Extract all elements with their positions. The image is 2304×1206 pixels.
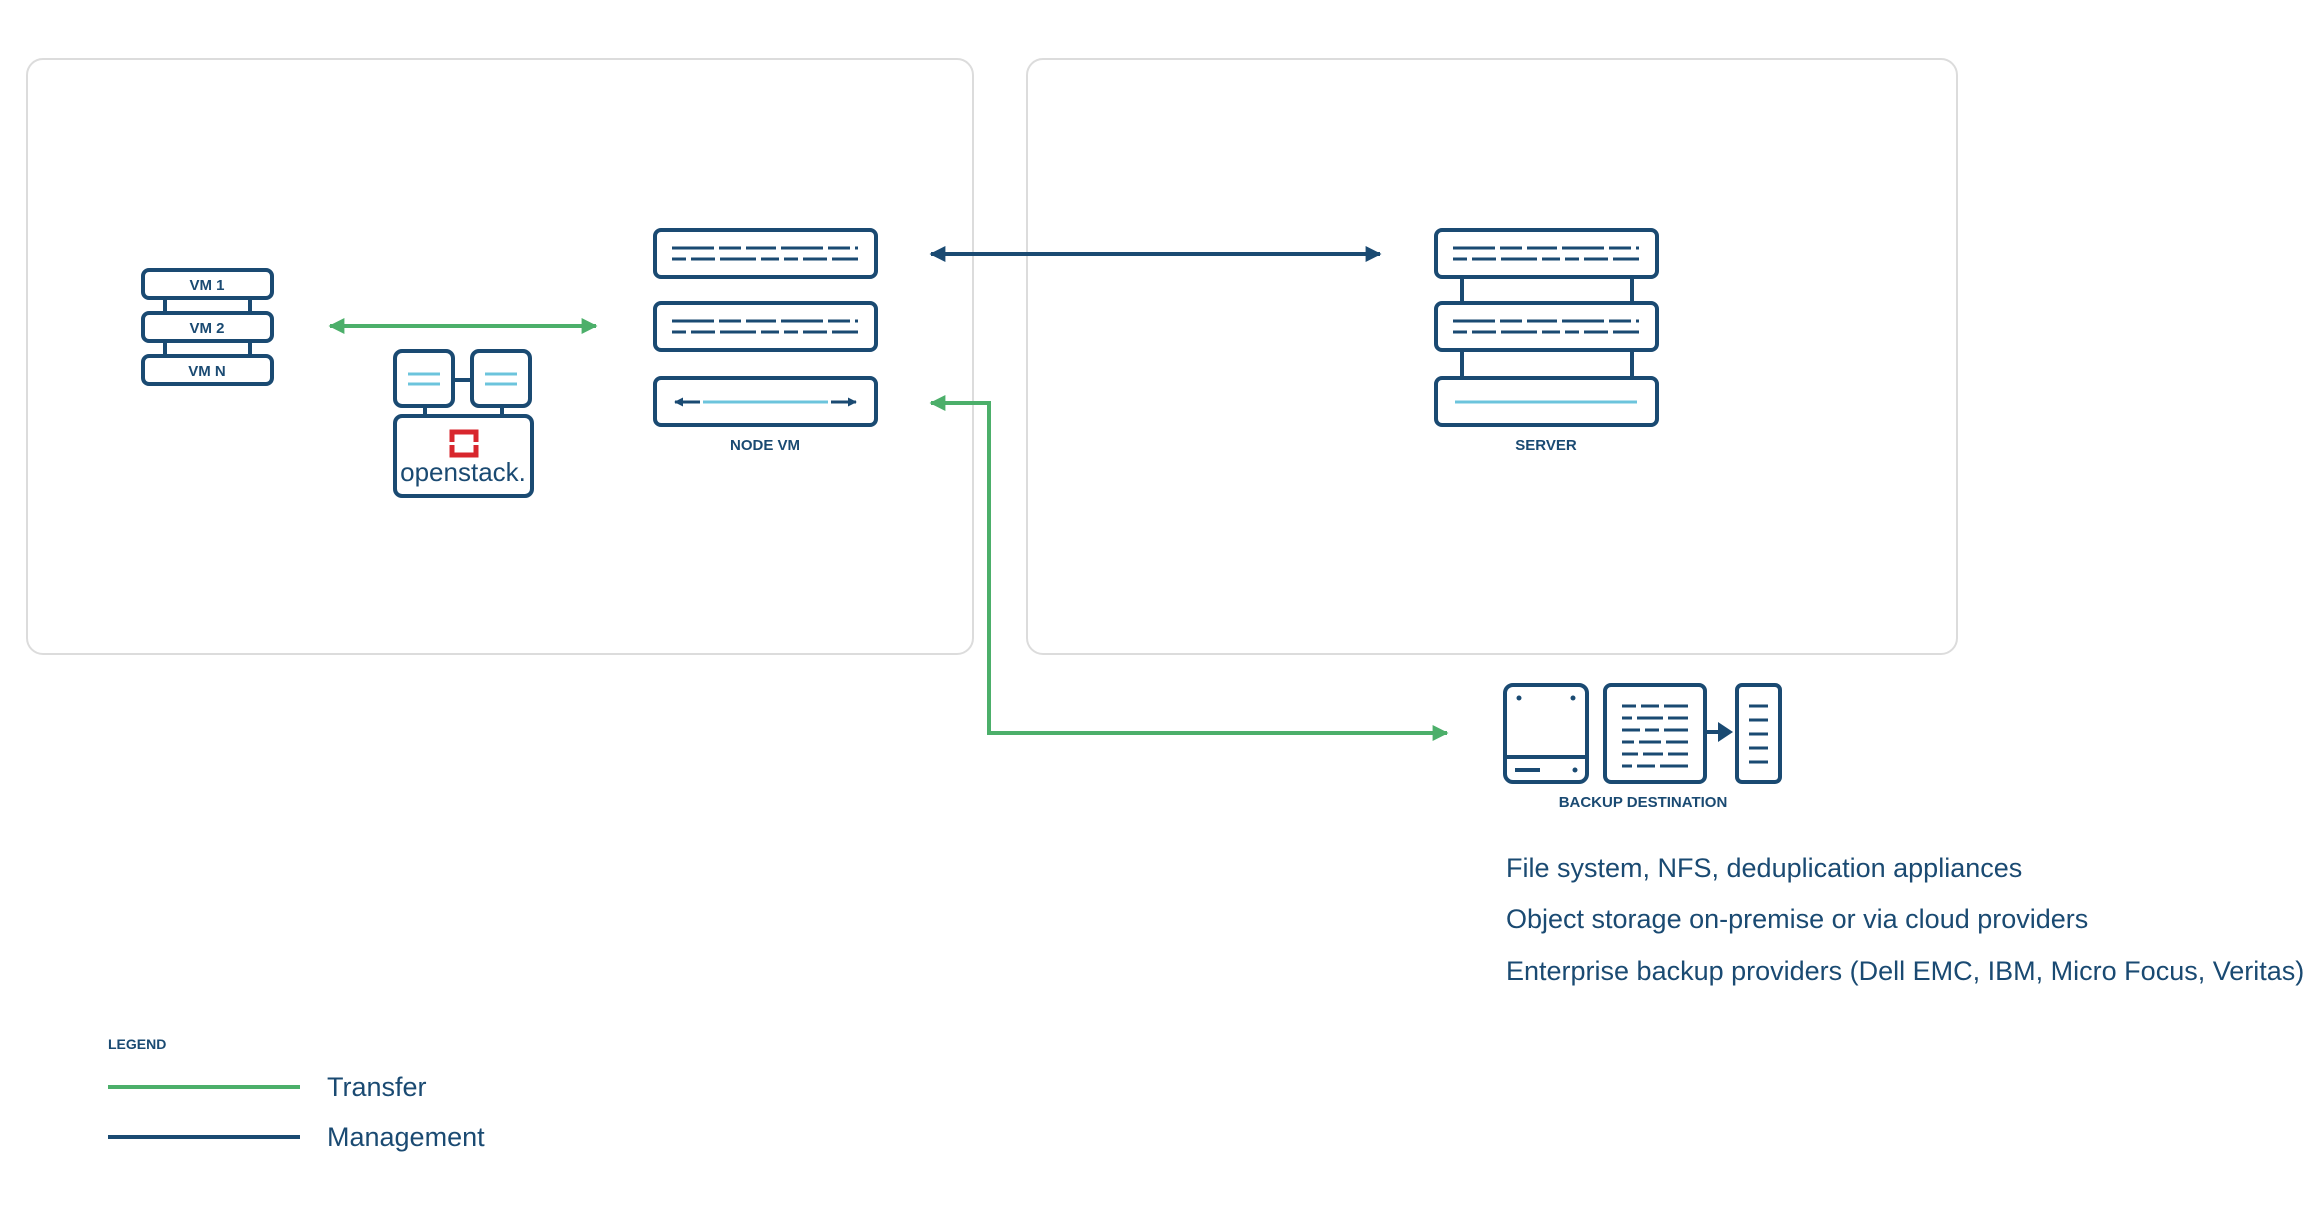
legend: LEGEND Transfer Management — [108, 1036, 485, 1152]
vm-stack — [141, 268, 274, 386]
server-label: SERVER — [1515, 437, 1577, 454]
backup-destination-label: BACKUP DESTINATION — [1559, 794, 1728, 811]
legend-management-label: Management — [327, 1122, 485, 1152]
vm-label-2: VM 2 — [189, 320, 224, 337]
vm-label-1: VM 1 — [189, 277, 224, 294]
openstack-wordmark: openstack. — [400, 457, 526, 487]
vm-box-1 — [141, 268, 274, 300]
left-panel — [26, 58, 974, 655]
transfer-arrow-node-backup — [929, 395, 1449, 741]
openstack-icon — [393, 349, 534, 498]
backup-destination-icon — [1503, 683, 1782, 784]
backup-item-filesystem: File system, NFS, deduplication applianc… — [1506, 853, 2022, 883]
backup-item-enterprise: Enterprise backup providers (Dell EMC, I… — [1506, 956, 2304, 986]
backup-item-object-storage: Object storage on-premise or via cloud p… — [1506, 904, 2088, 934]
vm-box-2 — [141, 311, 274, 343]
openstack-logo-mark — [449, 429, 479, 458]
vm-label-n: VM N — [188, 363, 226, 380]
legend-title: LEGEND — [108, 1036, 166, 1052]
node-vm-icon — [653, 228, 878, 427]
node-vm-label: NODE VM — [730, 437, 800, 454]
legend-transfer-label: Transfer — [327, 1072, 427, 1102]
vm-box-n — [141, 354, 274, 386]
document-storage-icon — [1603, 683, 1707, 784]
server-icon — [1434, 228, 1659, 427]
right-panel — [1026, 58, 1958, 655]
